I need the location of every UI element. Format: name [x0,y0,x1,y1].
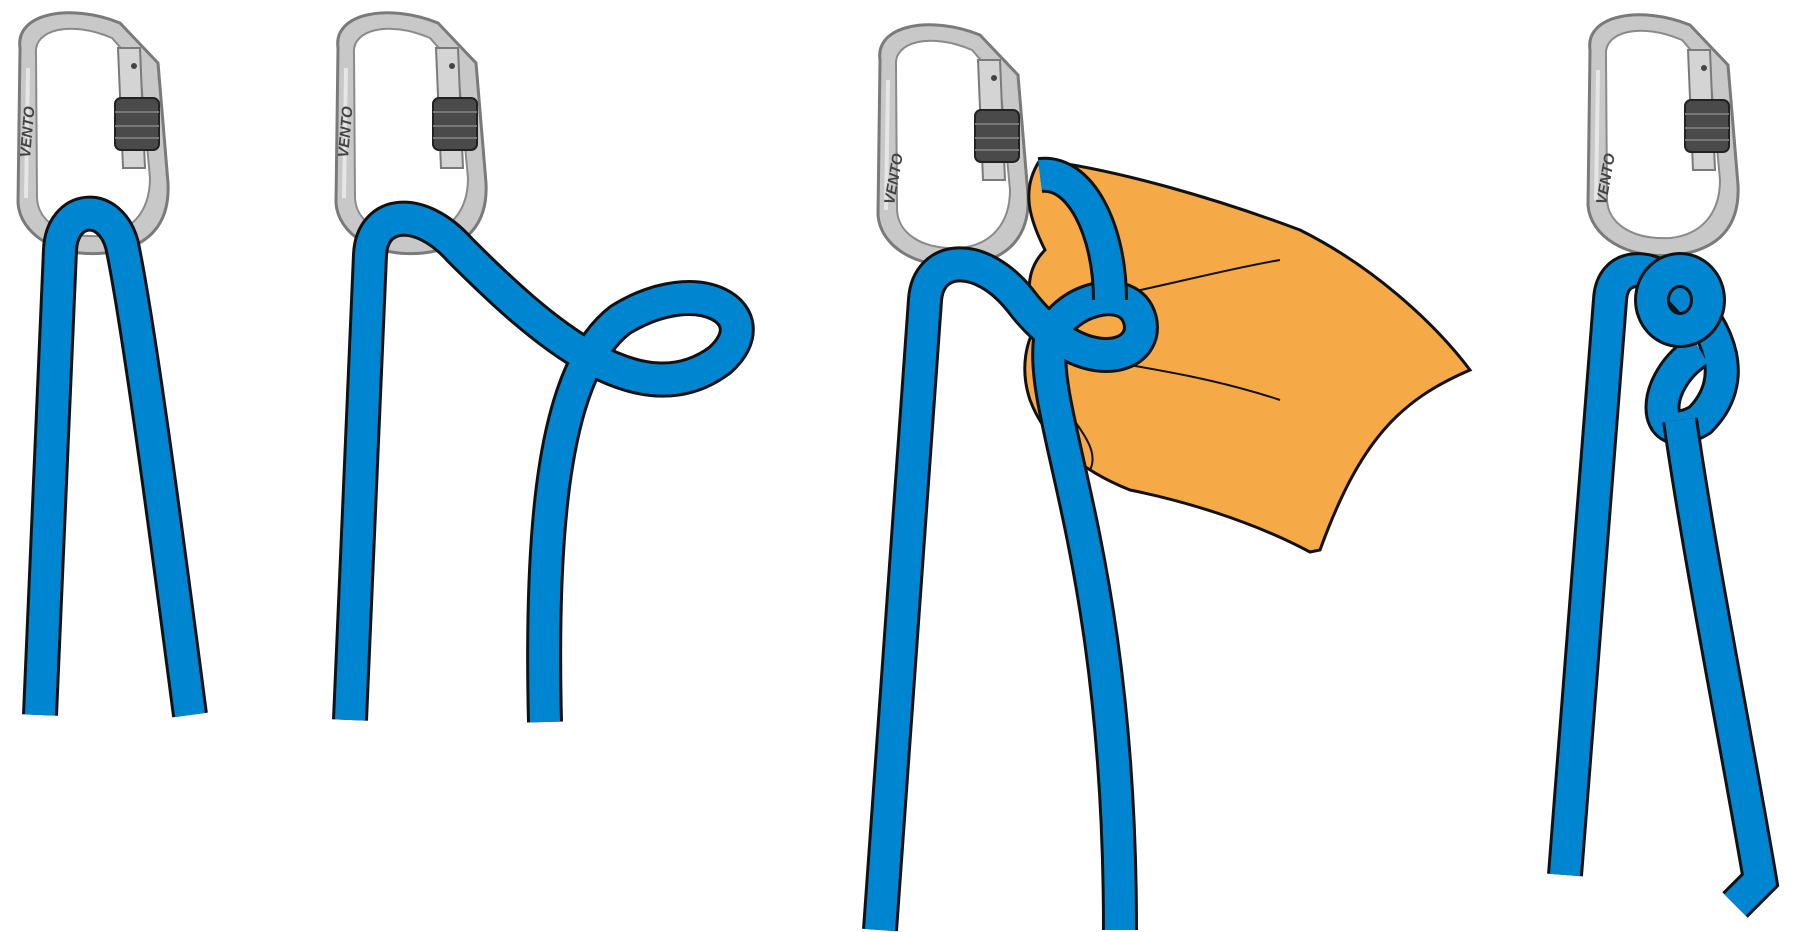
rope [40,214,190,715]
step-2: VENTO [335,13,737,722]
rope [880,175,1141,930]
step-4: VENTO [1565,15,1760,905]
carabiner-icon: VENTO [878,25,1028,266]
step-1: VENTO [17,13,190,715]
carabiner-icon: VENTO [1588,15,1738,256]
step-3: VENTO [878,25,1470,930]
rope [350,219,737,722]
rope [1565,270,1760,905]
